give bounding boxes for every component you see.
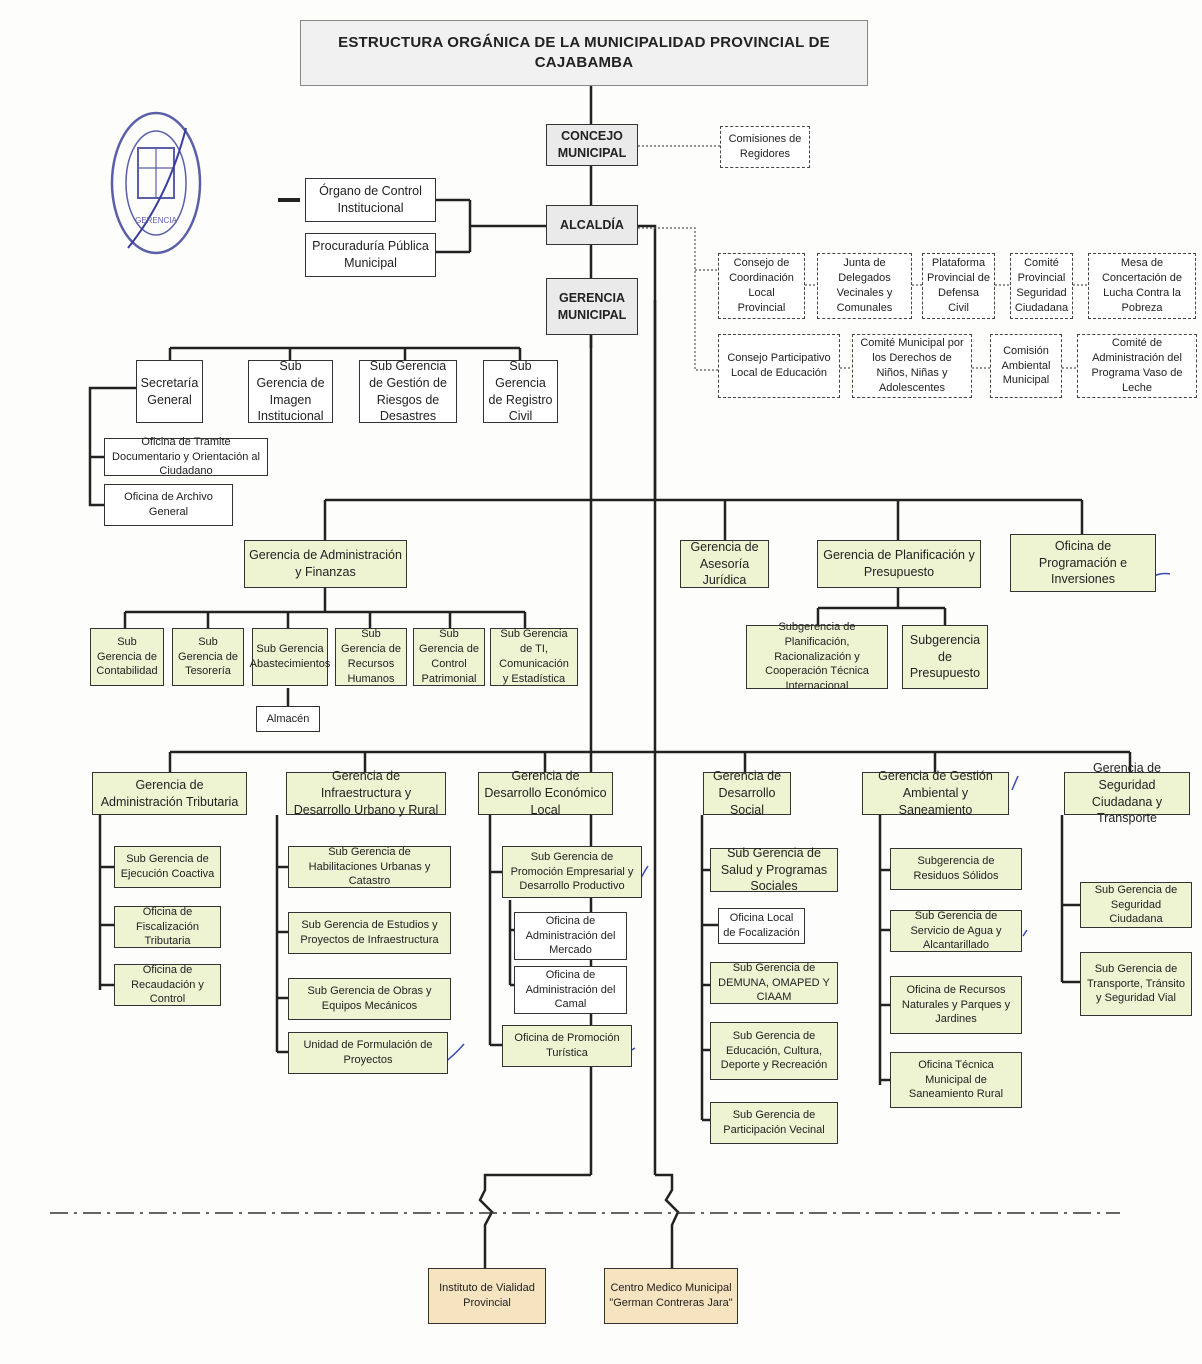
instituto-vialidad: Instituto de Vialidad Provincial — [428, 1268, 546, 1324]
oficina-programacion: Oficina de Programación e Inversiones — [1010, 534, 1156, 592]
sg-control-patrimonial: Sub Gerencia de Control Patrimonial — [413, 628, 485, 686]
oficina-archivo: Oficina de Archivo General — [104, 484, 233, 526]
almacen: Almacén — [256, 706, 320, 732]
oficina-fiscalizacion: Oficina de Fiscalización Tributaria — [114, 906, 221, 948]
sg-estudios-proyectos: Sub Gerencia de Estudios y Proyectos de … — [288, 912, 451, 954]
oficina-recaudacion: Oficina de Recaudación y Control — [114, 964, 221, 1006]
sg-transporte: Sub Gerencia de Transporte, Tránsito y S… — [1080, 952, 1192, 1016]
secretaria-general: Secretaría General — [136, 360, 203, 423]
consultivo-5: Mesa de Concertación de Lucha Contra la … — [1088, 253, 1196, 319]
subgerencia-presupuesto: Subgerencia de Presupuesto — [902, 625, 988, 689]
comisiones-regidores: Comisiones de Regidores — [720, 126, 810, 168]
sg-agua-alcantarillado: Sub Gerencia de Servicio de Agua y Alcan… — [890, 910, 1022, 952]
consultivo-3: Plataforma Provincial de Defensa Civil — [922, 253, 995, 319]
sg-habilitaciones: Sub Gerencia de Habilitaciones Urbanas y… — [288, 846, 451, 888]
gerencia-municipal: GERENCIA MUNICIPAL — [546, 278, 638, 335]
page-title: ESTRUCTURA ORGÁNICA DE LA MUNICIPALIDAD … — [300, 20, 868, 86]
sg-contabilidad: Sub Gerencia de Contabilidad — [90, 628, 164, 686]
oficina-tramite: Oficina de Tramite Documentario y Orient… — [104, 436, 268, 477]
gerencia-gestion-ambiental: Gerencia de Gestión Ambiental y Saneamie… — [862, 769, 1009, 817]
sg-promocion-empresarial: Sub Gerencia de Promoción Empresarial y … — [502, 846, 642, 898]
svg-text:GERENCIA: GERENCIA — [135, 216, 177, 225]
gerencia-planificacion: Gerencia de Planificación y Presupuesto — [817, 540, 981, 588]
alcaldia: ALCALDÍA — [546, 205, 638, 245]
consultivo-8: Comisión Ambiental Municipal — [990, 334, 1062, 398]
gerencia-asesoria-juridica: Gerencia de Asesoría Jurídica — [680, 540, 769, 588]
concejo-municipal: CONCEJO MUNICIPAL — [546, 124, 638, 166]
sg-obras-equipos: Sub Gerencia de Obras y Equipos Mecánico… — [288, 978, 451, 1020]
sg-educacion-cultura: Sub Gerencia de Educación, Cultura, Depo… — [710, 1022, 838, 1080]
centro-medico: Centro Medico Municipal "German Contrera… — [604, 1268, 738, 1324]
gerencia-desarrollo-economico: Gerencia de Desarrollo Económico Local — [478, 769, 613, 817]
sg-riesgos: Sub Gerencia de Gestión de Riesgos de De… — [359, 359, 457, 423]
gerencia-desarrollo-social: Gerencia de Desarrollo Social — [703, 769, 791, 817]
sg-salud-programas: Sub Gerencia de Salud y Programas Social… — [710, 846, 838, 893]
sg-tesoreria: Sub Gerencia de Tesorería — [172, 628, 244, 686]
oficina-recursos-naturales: Oficina de Recursos Naturales y Parques … — [890, 976, 1022, 1034]
gerencia-seguridad-ciudadana: Gerencia de Seguridad Ciudadana y Transp… — [1064, 761, 1190, 825]
oficina-mercado: Oficina de Administración del Mercado — [514, 912, 627, 960]
sg-seguridad-ciudadana: Sub Gerencia de Seguridad Ciudadana — [1080, 882, 1192, 928]
oficina-camal: Oficina de Administración del Camal — [514, 966, 627, 1014]
gerencia-administracion-finanzas: Gerencia de Administración y Finanzas — [244, 540, 407, 588]
sg-ejecucion-coactiva: Sub Gerencia de Ejecución Coactiva — [114, 846, 221, 888]
consultivo-6: Consejo Participativo Local de Educación — [718, 334, 840, 398]
sg-registro-civil: Sub Gerencia de Registro Civil — [483, 359, 558, 423]
sg-ti: Sub Gerencia de TI, Comunicación y Estad… — [490, 628, 578, 686]
subgerencia-planificacion: Subgerencia de Planificación, Racionaliz… — [746, 621, 888, 692]
gerencia-administracion-tributaria: Gerencia de Administración Tributaria — [92, 772, 247, 815]
sg-participacion-vecinal: Sub Gerencia de Participación Vecinal — [710, 1102, 838, 1144]
subgerencia-residuos: Subgerencia de Residuos Sólidos — [890, 848, 1022, 890]
sg-recursos-humanos: Sub Gerencia de Recursos Humanos — [335, 628, 407, 686]
oficina-promocion-turistica: Oficina de Promoción Turística — [502, 1025, 632, 1067]
organo-control: Órgano de Control Institucional — [305, 178, 436, 222]
sg-abastecimientos: Sub Gerencia Abastecimientos — [250, 628, 330, 686]
oficina-focalizacion: Oficina Local de Focalización — [718, 908, 805, 944]
oficina-saneamiento-rural: Oficina Técnica Municipal de Saneamiento… — [890, 1052, 1022, 1108]
consultivo-9: Comité de Administración del Programa Va… — [1077, 334, 1197, 398]
consultivo-4: Comité Provincial Seguridad Ciudadana — [1010, 253, 1073, 319]
procuraduria: Procuraduría Pública Municipal — [305, 233, 436, 277]
sg-imagen: Sub Gerencia de Imagen Institucional — [248, 359, 333, 423]
municipal-seal-icon: GERENCIA — [110, 111, 202, 255]
consultivo-2: Junta de Delegados Vecinales y Comunales — [817, 253, 912, 319]
gerencia-infraestructura: Gerencia de Infraestructura y Desarrollo… — [286, 769, 446, 817]
sg-demuna: Sub Gerencia de DEMUNA, OMAPED Y CIAAM — [710, 962, 838, 1004]
consultivo-1: Consejo de Coordinación Local Provincial — [718, 253, 805, 319]
consultivo-7: Comité Municipal por los Derechos de Niñ… — [852, 334, 972, 398]
unidad-formulacion: Unidad de Formulación de Proyectos — [288, 1032, 448, 1074]
